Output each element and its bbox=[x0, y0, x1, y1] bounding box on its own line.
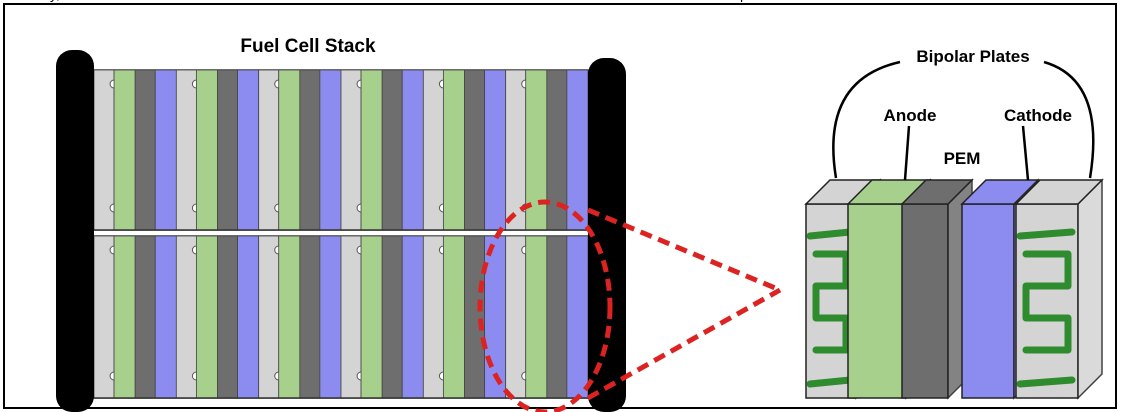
stack-port bbox=[438, 245, 444, 255]
fuel-cell-stack bbox=[93, 69, 589, 399]
bipolar-bracket-left bbox=[832, 60, 901, 179]
stack-layer-pem bbox=[299, 69, 321, 231]
stack-port bbox=[274, 371, 279, 381]
zoom-ellipse bbox=[477, 199, 613, 412]
stack-port bbox=[438, 203, 444, 213]
stack-layer-pem bbox=[464, 235, 485, 399]
anode-label: Anode bbox=[884, 106, 937, 125]
caption-fragment-right: p bbox=[740, 0, 748, 2]
stack-layer-pem bbox=[217, 235, 238, 399]
stack-layer-anode bbox=[360, 69, 383, 231]
stack-layer-pem bbox=[134, 69, 156, 231]
stack-layer-cathode bbox=[237, 69, 260, 231]
exploded-pem-top bbox=[900, 179, 974, 205]
pem-label: PEM bbox=[944, 149, 981, 168]
exploded-bipolar-side bbox=[1077, 178, 1103, 400]
stack-port bbox=[521, 245, 526, 255]
stack-layer-pem bbox=[381, 235, 403, 399]
stack-port bbox=[109, 203, 115, 213]
zoom-line-top bbox=[587, 207, 781, 293]
exploded-pem-front bbox=[901, 203, 949, 399]
stack-layer-pem bbox=[464, 69, 485, 231]
stack-layer-pem bbox=[381, 69, 403, 231]
stack-layer-cathode bbox=[566, 235, 589, 399]
stack-port bbox=[191, 203, 197, 213]
stack-layer-cathode bbox=[401, 235, 424, 399]
stack-layer-anode bbox=[442, 235, 465, 399]
stack-port bbox=[356, 79, 362, 89]
stack-layer-anode bbox=[442, 69, 465, 231]
stack-layer-anode bbox=[278, 235, 301, 399]
stack-layer-anode bbox=[113, 235, 136, 399]
stack-title: Fuel Cell Stack bbox=[240, 36, 376, 57]
stack-layer-cathode bbox=[401, 69, 424, 231]
flow-channel bbox=[1016, 228, 1076, 388]
cut-off-caption: y, p bbox=[0, 0, 1122, 2]
stack-port bbox=[109, 245, 115, 255]
anode-leader bbox=[903, 125, 911, 181]
stack-port bbox=[356, 203, 362, 213]
stack-layer-pem bbox=[217, 69, 238, 231]
stack-layer-cathode bbox=[319, 69, 342, 231]
stack-layer-cathode bbox=[484, 69, 507, 231]
stack-layer-pem bbox=[546, 235, 568, 399]
stack-port bbox=[356, 245, 362, 255]
stack-port bbox=[356, 371, 362, 381]
stack-port bbox=[109, 79, 115, 89]
exploded-bipolar-top bbox=[1014, 179, 1104, 205]
stack-port bbox=[191, 371, 197, 381]
stack-port bbox=[109, 371, 115, 381]
stack-layer-pem bbox=[299, 235, 321, 399]
stack-port bbox=[274, 203, 279, 213]
stack-port bbox=[274, 245, 279, 255]
stack-layer-anode bbox=[525, 235, 548, 399]
stack-port bbox=[274, 79, 279, 89]
bipolar-bracket-right bbox=[1043, 60, 1095, 179]
right-end-plate bbox=[588, 58, 626, 412]
exploded-anode-front bbox=[847, 203, 907, 399]
stack-layer-cathode bbox=[319, 235, 342, 399]
stack-layer-pem bbox=[134, 235, 156, 399]
caption-fragment-left: y, bbox=[50, 0, 60, 2]
stack-port bbox=[191, 245, 197, 255]
stack-layer-anode bbox=[278, 69, 301, 231]
stack-port bbox=[521, 371, 526, 381]
flow-channel bbox=[806, 228, 854, 388]
cathode-label: Cathode bbox=[1004, 106, 1072, 125]
stack-layer-cathode bbox=[566, 69, 589, 231]
stack-layer-anode bbox=[360, 235, 383, 399]
stack-layer-anode bbox=[195, 235, 218, 399]
exploded-cathode-front bbox=[961, 203, 1015, 399]
cathode-leader bbox=[1021, 125, 1030, 181]
left-end-plate bbox=[56, 50, 94, 412]
stack-port bbox=[521, 79, 526, 89]
stack-port bbox=[438, 79, 444, 89]
stack-layer-anode bbox=[113, 69, 136, 231]
stack-layer-cathode bbox=[154, 69, 177, 231]
stack-layer-cathode bbox=[237, 235, 260, 399]
stack-layer-anode bbox=[195, 69, 218, 231]
stack-port bbox=[191, 79, 197, 89]
stack-port bbox=[438, 371, 444, 381]
stack-layer-cathode bbox=[154, 235, 177, 399]
exploded-cell-view bbox=[804, 178, 1104, 400]
exploded-cathode-top bbox=[960, 179, 1040, 205]
bipolar-plates-label: Bipolar Plates bbox=[916, 47, 1029, 66]
